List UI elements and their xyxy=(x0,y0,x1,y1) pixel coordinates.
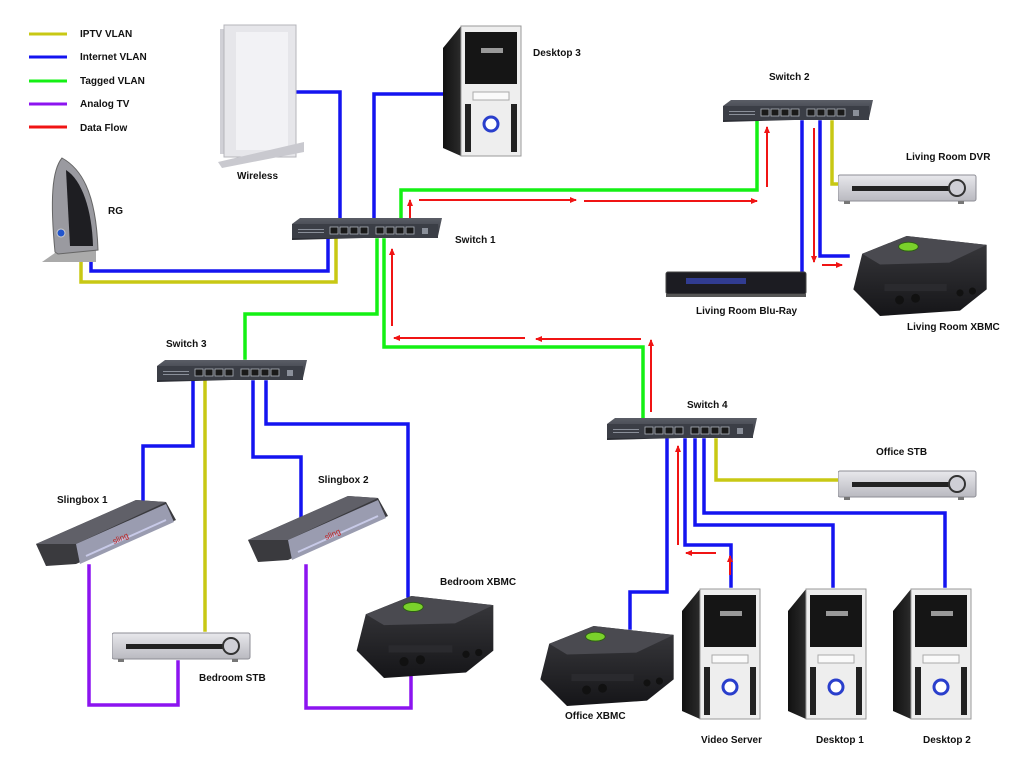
device-bedroom-stb[interactable]: Bedroom STB xyxy=(112,631,266,684)
legend-label: IPTV VLAN xyxy=(80,29,132,40)
link-switch2-lr-xbmc xyxy=(818,120,850,258)
device-desktop3[interactable]: Desktop 3 xyxy=(443,24,581,158)
data-flow-arrows xyxy=(389,126,843,575)
device-label: Living Room XBMC xyxy=(907,322,1000,333)
device-label: Office XBMC xyxy=(565,711,626,722)
wireless-router-icon xyxy=(218,24,304,168)
slingbox-icon xyxy=(248,496,388,563)
link-switch1-switch4 xyxy=(382,238,645,420)
device-office-xbmc[interactable]: Office XBMC xyxy=(539,626,675,722)
link-switch3-bedroom-xbmc xyxy=(264,380,410,598)
device-switch4[interactable]: Switch 4 xyxy=(607,400,757,440)
device-switch1[interactable]: Switch 1 xyxy=(292,218,496,246)
device-label: Living Room DVR xyxy=(906,152,991,163)
link-switch1-switch3 xyxy=(243,238,379,360)
link-slingbox2-bedroom-xbmc xyxy=(304,564,413,710)
switch-icon xyxy=(723,100,873,122)
pc-tower-icon xyxy=(893,587,973,721)
device-lr-xbmc[interactable]: Living Room XBMC xyxy=(852,236,1000,333)
device-wireless[interactable]: Wireless xyxy=(218,24,304,182)
link-switch1-switch2 xyxy=(399,116,759,220)
device-label: Office STB xyxy=(876,447,927,458)
device-office-stb[interactable]: Office STB xyxy=(838,447,978,502)
link-switch3-slingbox2 xyxy=(251,380,303,522)
device-slingbox2[interactable]: Slingbox 2 xyxy=(248,475,388,563)
legend-item-internet: Internet VLAN xyxy=(29,52,147,63)
xbox-icon xyxy=(539,626,675,706)
switch-icon xyxy=(607,418,757,440)
device-label: Wireless xyxy=(237,171,278,182)
device-label: Switch 1 xyxy=(455,235,496,246)
legend-label: Tagged VLAN xyxy=(80,76,145,87)
switch-icon xyxy=(292,218,442,240)
device-video-server[interactable]: Video Server xyxy=(682,587,762,746)
gateway-icon xyxy=(42,157,99,262)
device-label: Desktop 3 xyxy=(533,48,581,59)
slingbox-icon xyxy=(36,500,176,567)
legend-item-analog: Analog TV xyxy=(29,99,130,110)
link-switch3-slingbox1 xyxy=(141,380,195,510)
device-label: Desktop 1 xyxy=(816,735,864,746)
device-label: Slingbox 1 xyxy=(57,495,108,506)
xbox-icon xyxy=(356,596,494,678)
legend: IPTV VLAN Internet VLAN Tagged VLAN Anal… xyxy=(29,29,147,134)
legend-item-flow: Data Flow xyxy=(29,123,127,134)
device-desktop1[interactable]: Desktop 1 xyxy=(788,587,868,746)
legend-label: Data Flow xyxy=(80,123,127,134)
link-wireless-switch1 xyxy=(295,90,342,220)
xbox-icon xyxy=(852,236,988,316)
device-label: Switch 4 xyxy=(687,400,728,411)
blu-ray-player-icon xyxy=(665,271,807,297)
legend-item-iptv: IPTV VLAN xyxy=(29,29,132,40)
device-slingbox1[interactable]: Slingbox 1 xyxy=(36,495,176,567)
pc-tower-icon xyxy=(682,587,762,721)
device-lr-dvr[interactable]: Living Room DVR xyxy=(838,152,991,206)
link-switch4-office-xbmc xyxy=(628,438,669,630)
set-top-box-icon xyxy=(838,469,978,502)
link-switch4-desktop1 xyxy=(693,438,835,588)
legend-item-tagged: Tagged VLAN xyxy=(29,76,145,87)
device-label: RG xyxy=(108,206,123,217)
device-desktop2[interactable]: Desktop 2 xyxy=(893,587,973,746)
device-switch2[interactable]: Switch 2 xyxy=(723,72,873,122)
link-switch4-desktop2 xyxy=(702,438,947,588)
device-label: Desktop 2 xyxy=(923,735,971,746)
device-bedroom-xbmc[interactable]: Bedroom XBMC xyxy=(356,577,516,678)
set-top-box-icon xyxy=(838,173,978,206)
device-switch3[interactable]: Switch 3 xyxy=(157,339,307,382)
link-switch4-office-stb xyxy=(714,438,842,482)
switch-icon xyxy=(157,360,307,382)
device-label: Living Room Blu-Ray xyxy=(696,306,798,317)
device-label: Switch 3 xyxy=(166,339,207,350)
link-slingbox1-bedroom-stb xyxy=(87,564,180,707)
device-rg[interactable]: RG xyxy=(42,157,123,262)
device-lr-bluray[interactable]: Living Room Blu-Ray xyxy=(665,271,807,317)
link-rg-switch1-internet xyxy=(89,238,330,273)
device-label: Slingbox 2 xyxy=(318,475,369,486)
set-top-box-icon xyxy=(112,631,252,664)
pc-tower-icon xyxy=(443,24,523,158)
device-label: Bedroom XBMC xyxy=(440,577,516,588)
device-label: Switch 2 xyxy=(769,72,810,83)
link-rg-switch1-iptv xyxy=(79,238,338,284)
legend-label: Internet VLAN xyxy=(80,52,147,63)
device-label: Video Server xyxy=(701,735,762,746)
pc-tower-icon xyxy=(788,587,868,721)
device-label: Bedroom STB xyxy=(199,673,266,684)
legend-label: Analog TV xyxy=(80,99,130,110)
link-desktop3-switch1 xyxy=(372,92,444,220)
